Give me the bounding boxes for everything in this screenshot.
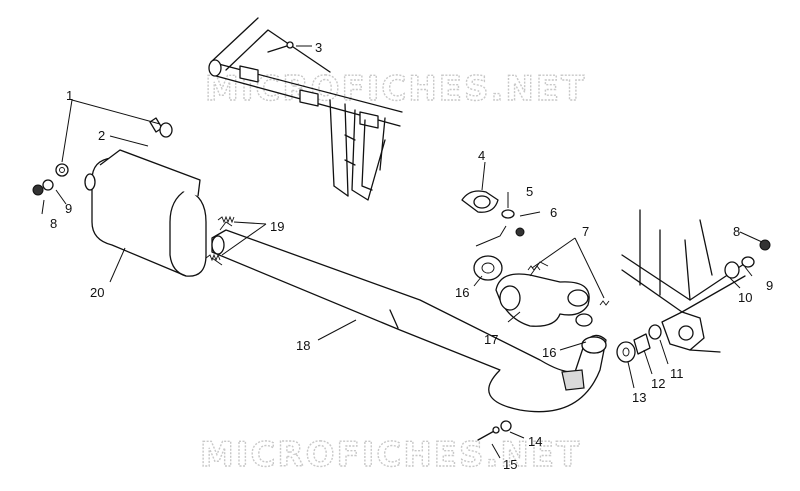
washer-11 (648, 324, 662, 340)
callout-6: 6 (550, 205, 557, 220)
coupler-pipe (495, 261, 610, 327)
grommet-10 (724, 261, 740, 279)
callout-8-right: 8 (733, 224, 740, 239)
callout-2: 2 (98, 128, 105, 143)
sleeve-12 (633, 333, 651, 355)
flange-group (461, 190, 525, 237)
right-frame (621, 209, 751, 353)
callout-8-left: 8 (50, 216, 57, 231)
watermark-bottom: MICROFICHES.NET (200, 435, 581, 475)
grommet-13 (616, 341, 636, 363)
callout-numbers: 1 2 3 4 5 6 7 8 9 8 9 10 11 12 13 14 15 … (50, 40, 773, 472)
callout-10: 10 (738, 290, 752, 305)
bolts (267, 41, 512, 441)
washer-9-right (741, 256, 755, 268)
center-fasteners (616, 324, 662, 363)
grommet-1 (159, 122, 173, 138)
leader-lines (41, 45, 763, 459)
callout-18: 18 (296, 338, 310, 353)
callout-17: 17 (484, 332, 498, 347)
callout-3: 3 (315, 40, 322, 55)
callout-15: 15 (503, 457, 517, 472)
washer-9-left (42, 179, 54, 191)
callout-7: 7 (582, 224, 589, 239)
callout-9-left: 9 (65, 201, 72, 216)
callout-1: 1 (66, 88, 73, 103)
washer-5 (501, 209, 515, 219)
callout-16-lower: 16 (542, 345, 556, 360)
callout-11: 11 (670, 366, 684, 381)
bolt-3 (267, 44, 291, 53)
nut-8-right (759, 239, 771, 251)
callout-16-upper: 16 (455, 285, 469, 300)
gaskets-16 (473, 255, 607, 354)
right-fasteners (724, 239, 771, 279)
pipe-bracket (561, 369, 585, 391)
callout-12: 12 (651, 376, 665, 391)
callout-20: 20 (90, 285, 104, 300)
callout-14: 14 (528, 434, 542, 449)
muffler-grommet (55, 163, 69, 177)
upper-frame (208, 17, 403, 201)
callout-5: 5 (526, 184, 533, 199)
washer-14 (500, 420, 512, 432)
nut-8-left (32, 184, 44, 196)
muffler (32, 117, 207, 277)
callout-4: 4 (478, 148, 485, 163)
callout-19: 19 (270, 219, 284, 234)
nut-6 (515, 227, 525, 237)
springs-19 (205, 215, 235, 262)
callout-13: 13 (632, 390, 646, 405)
callout-9-right: 9 (766, 278, 773, 293)
watermark-top: MICROFICHES.NET (205, 69, 586, 109)
